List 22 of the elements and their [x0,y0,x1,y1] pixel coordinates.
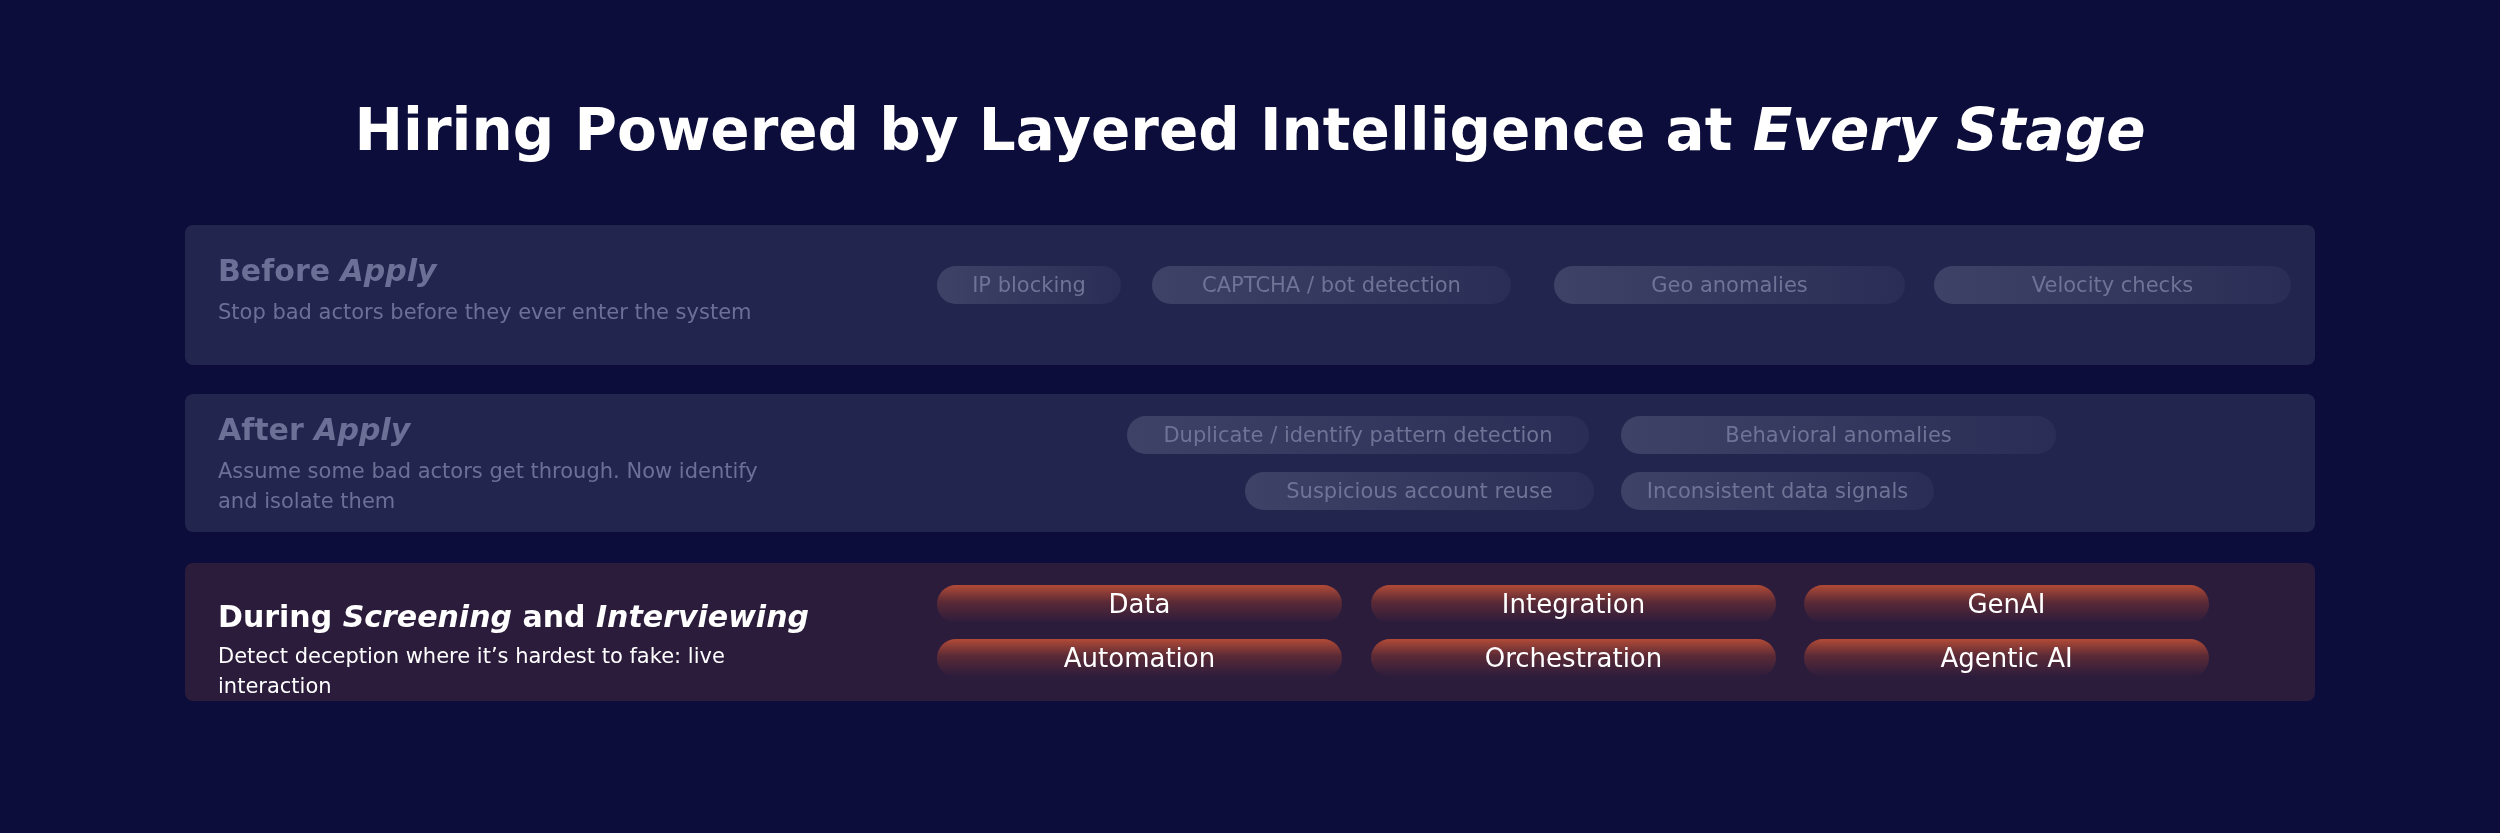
feature-tag: Inconsistent data signals [1621,472,1934,510]
feature-tag: Velocity checks [1934,266,2291,304]
title: Hiring Powered by Layered Intelligence at Every Stage [353,96,2147,164]
stage-description: Assume some bad actors get through. Now identify and isolate them [218,458,759,515]
feature-tag: Automation [937,639,1342,677]
stage-description: Stop bad actors before they ever enter the system [218,299,753,326]
stage-heading: Before Apply [218,253,437,288]
stage-heading: During Screening and Interviewing [218,599,809,634]
stage-panel [185,225,2315,365]
feature-tag: CAPTCHA / bot detection [1152,266,1511,304]
feature-tag: Data [937,585,1342,623]
feature-tag: Behavioral anomalies [1621,416,2056,454]
feature-tag: GenAI [1804,585,2209,623]
stage-panel [185,563,2315,701]
feature-tag: Orchestration [1371,639,1776,677]
stage-heading: After Apply [218,412,411,447]
stage-panel [185,394,2315,532]
feature-tag: Integration [1371,585,1776,623]
stage-description: Detect deception where it’s hardest to fake: live interaction [218,643,726,700]
feature-tag: Agentic AI [1804,639,2209,677]
feature-tag: Geo anomalies [1554,266,1905,304]
feature-tag: Suspicious account reuse [1245,472,1594,510]
